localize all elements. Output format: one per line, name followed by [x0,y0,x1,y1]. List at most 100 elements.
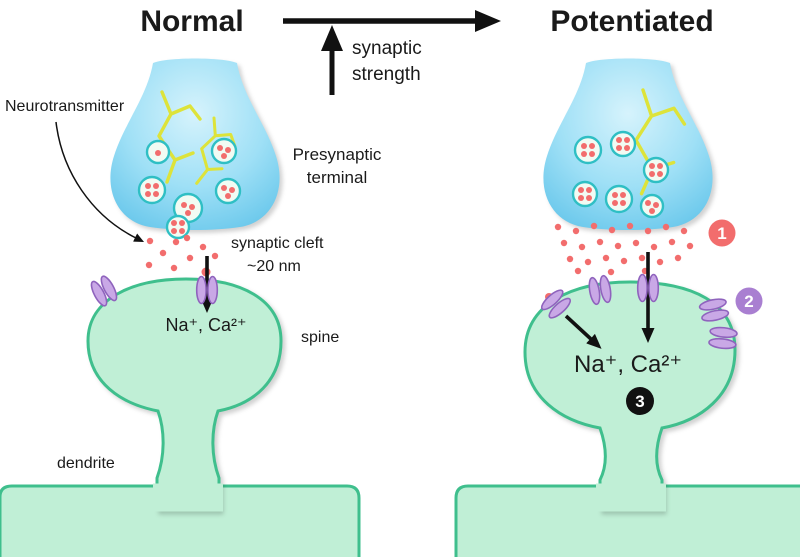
neurotransmitter-dot [638,254,646,262]
neurotransmitter-dot [186,254,194,262]
neurotransmitter-dot [217,145,223,151]
neurotransmitter-dot [183,234,191,242]
neurotransmitter-dot [145,191,151,197]
neurotransmitter-dot [626,222,634,230]
neurotransmitter-dot [155,150,161,156]
title-potentiated: Potentiated [550,5,713,38]
strength-label-line2: strength [352,64,421,85]
neurotransmitter-dot [649,163,655,169]
neurotransmitter-dot [624,145,630,151]
spine-dendrite-junction-left [153,483,223,512]
neurotransmitter-dot [686,242,694,250]
spine-label: spine [301,329,339,346]
neurotransmitter-dot [181,202,187,208]
dendrite-label: dendrite [57,455,115,472]
badge-1-circle [708,219,736,247]
neurotransmitter-dot [612,192,618,198]
synaptic-vesicle [172,192,204,224]
badge-3-number: 3 [635,392,644,411]
neurotransmitter-dot [612,200,618,206]
neurotransmitter-dot [620,192,626,198]
neurotransmitter-dot [145,261,153,269]
badge-2-circle [735,287,763,315]
receptor-icon [195,275,219,305]
vesicle-group-left [137,137,242,240]
neurotransmitter-dot [590,222,598,230]
neurotransmitter-dot [589,143,595,149]
receptor-icon [588,274,612,306]
synaptic-vesicle [165,214,191,240]
neurotransmitter-pointer-arrow [55,121,145,243]
neurotransmitter-dot [153,183,159,189]
neurotransmitter-dot [668,238,676,246]
dendritic-spine-left [86,277,283,512]
badge-1-number: 1 [717,224,726,243]
neurotransmitter-dot [584,258,592,266]
neurotransmitter-dot [645,200,651,206]
neurotransmitter-dot [171,220,177,226]
neurotransmitter-dot [614,242,622,250]
neurotransmitter-dot [229,187,235,193]
neurotransmitter-dot [662,223,670,231]
neurotransmitter-dot [145,183,151,189]
neurotransmitter-dot [624,137,630,143]
synaptic-vesicle [639,193,665,219]
neurotransmitter-dot [649,208,655,214]
badge-2: 2 [735,287,763,315]
neurotransmitter-dot [620,200,626,206]
synaptic-vesicle [573,135,603,165]
neurotransmitter-dot [586,195,592,201]
neurotransmitter-dot [656,258,664,266]
neurotransmitter-dot [560,239,568,247]
dendrite-shaft-left [0,484,361,557]
neurotransmitter-dot [657,163,663,169]
neurotransmitter-dot [566,255,574,263]
neurotransmitter-dot [159,249,167,257]
cleft-label-line1: synaptic cleft [231,235,324,252]
neurotransmitter-dot [179,228,185,234]
neurotransmitter-dot [674,254,682,262]
neurotransmitter-dot [650,243,658,251]
neurotransmitter-dot [653,202,659,208]
receptor-icon [708,326,738,350]
neurotransmitter-dot [572,227,580,235]
neurotransmitter-dot [578,187,584,193]
title-normal: Normal [140,5,243,38]
badge-3-circle [626,387,654,415]
neurotransmitter-dot [586,187,592,193]
synaptic-vesicle [604,184,634,214]
synaptic-vesicle [145,139,171,165]
neurotransmitter-dot [146,237,154,245]
neurotransmitter-dot [225,193,231,199]
receptor-icon [698,298,730,322]
presynaptic-label-line1: Presynaptic [293,145,382,164]
neurotransmitter-dot [171,228,177,234]
badge-3: 3 [626,387,654,415]
neurotransmitter-dot [581,143,587,149]
neurotransmitter-dot [225,147,231,153]
receptor-group-left [90,275,219,307]
receptor-icon [636,273,660,303]
neurotransmitter-dot [632,239,640,247]
neurotransmitter-dot [616,145,622,151]
neurotransmitter-dot [657,171,663,177]
cleft-label-line2: ~20 nm [247,258,301,275]
ions-label-left: Na⁺, Ca²⁺ [165,315,246,335]
badge-1: 1 [708,219,736,247]
neurotransmitter-dot [680,227,688,235]
synaptic-vesicle [214,177,242,205]
neurotransmitter-dot [581,151,587,157]
neurotransmitter-label: Neurotransmitter [5,98,125,115]
neurotransmitter-dot [608,226,616,234]
ions-label-right: Na⁺, Ca²⁺ [574,351,682,378]
synaptic-vesicle [137,175,167,205]
receptor-group-right [540,273,738,350]
neurotransmitter-dot [607,268,615,276]
neurotransmitter-dot [596,238,604,246]
neurotransmitter-dot [578,195,584,201]
neurotransmitter-dot [578,243,586,251]
synaptic-vesicle [210,137,238,165]
dendrite-shaft-right [454,484,800,557]
vesicle-group-right [571,130,670,219]
